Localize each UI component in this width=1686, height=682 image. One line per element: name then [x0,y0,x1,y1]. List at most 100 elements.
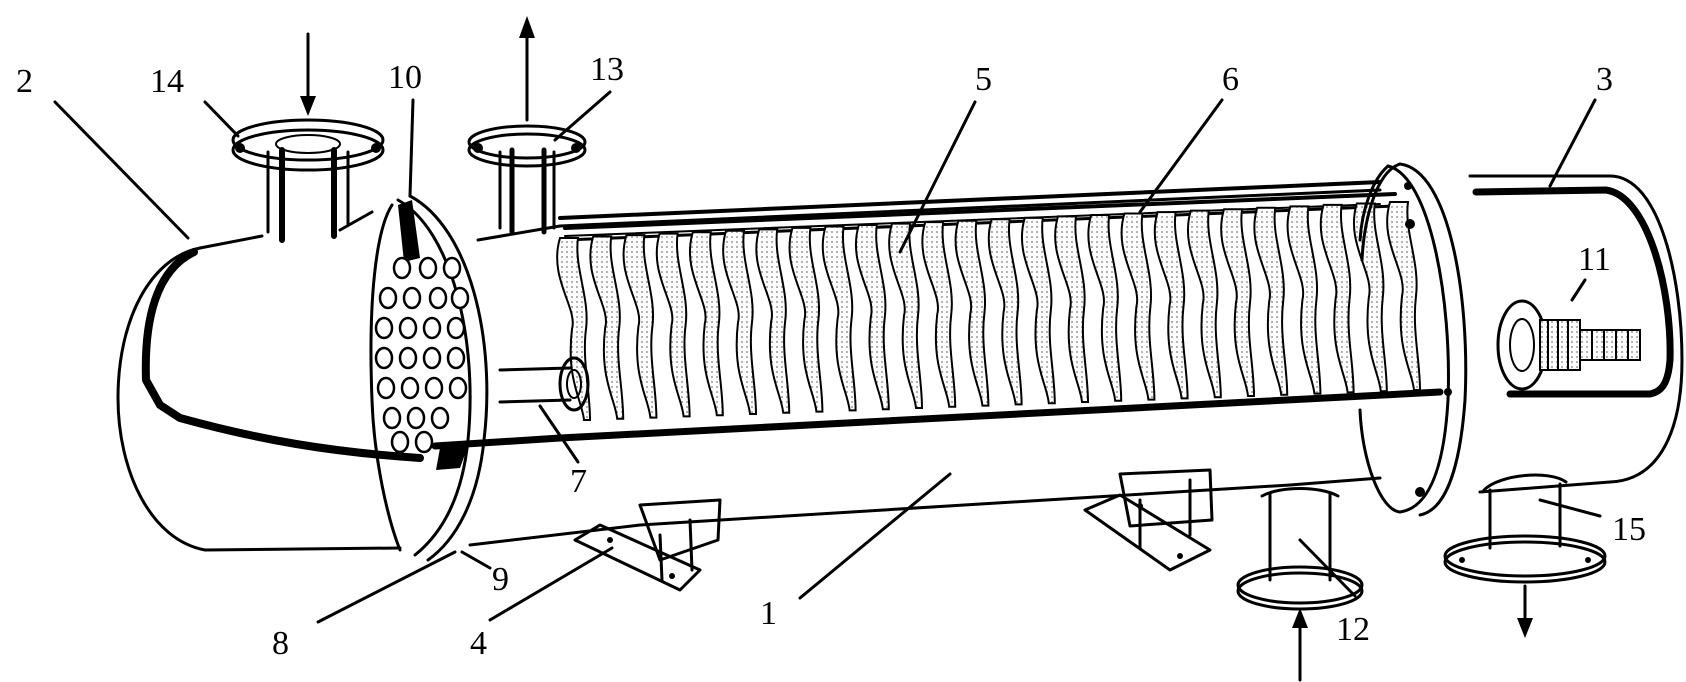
tube-hole [442,256,462,280]
tube-hole [422,316,442,340]
right-flange [1358,162,1468,517]
tube-hole [390,430,410,454]
tube-hole [376,376,396,400]
leader-2 [53,100,190,240]
baffle-plate [921,221,957,408]
inlet-arrow-up [1292,608,1308,682]
label-5: 5 [975,61,992,98]
leader-6 [1138,98,1224,214]
label-3: 3 [1596,61,1613,98]
inlet-arrow-down [300,32,316,116]
fitting-11 [1496,299,1641,391]
tube-hole [400,376,420,400]
baffle-plate [722,229,758,415]
leader-13 [553,90,612,142]
baffle-plate [556,237,592,421]
bolt-hole-icon [1404,182,1412,190]
baffle-plate [1386,201,1422,391]
baffle-plate [755,228,791,414]
label-7: 7 [570,463,587,500]
leader-4 [488,546,614,622]
inlet-nozzle-14 [231,118,385,243]
baffle-plates [556,201,1422,421]
bolt-hole-icon [371,143,381,153]
saddle-support-right [1083,468,1214,572]
saddle-support-left [573,498,722,592]
bolt-hole-icon [571,143,581,153]
tubesheet-holes [374,256,470,454]
leader-9 [460,550,492,570]
baffle-plate [1319,203,1355,394]
label-2: 2 [16,63,33,100]
tube-hole [424,376,444,400]
baffle-plate [821,225,857,412]
outlet-nozzle-15 [1443,473,1607,584]
baffle-plate [1120,212,1156,401]
baffle-plate [655,232,691,418]
bolt-hole-icon [235,143,245,153]
baffle-plate [788,226,824,413]
tube-hole [374,346,394,370]
tube-hole [414,430,434,454]
label-10: 10 [388,59,422,96]
tube-hole [382,406,402,430]
leader-10 [408,98,415,198]
baffle-plate [1153,211,1189,400]
label-8: 8 [272,625,289,662]
baffle-plate [1220,208,1256,397]
left-tubesheet [369,194,489,562]
tube-hole [450,286,470,310]
baffle-plate [1087,213,1123,402]
tube-hole [422,346,442,370]
tube-hole [392,256,412,280]
label-13: 13 [590,51,624,88]
baffle-plate [1253,206,1289,396]
part-labels: 2 14 10 13 5 6 3 11 7 1 4 8 9 12 15 [16,51,1646,662]
label-4: 4 [470,625,487,662]
outlet-nozzle-13 [467,124,587,235]
tube-hole [398,346,418,370]
baffle-plate [1286,205,1322,395]
baffle-plate [688,231,724,417]
left-head [116,210,424,552]
leader-8 [316,550,457,624]
leader-3 [1548,98,1597,188]
baffle-plate [954,219,990,407]
leader-15 [1538,498,1602,518]
baffle-plate [888,222,924,409]
outlet-arrow-down [1517,584,1533,638]
bolt-hole-icon [473,143,483,153]
label-14: 14 [150,63,184,100]
right-head [1468,174,1684,494]
bolt-hole-icon [1444,388,1452,396]
leader-12 [1298,538,1357,598]
bolt-hole-icon [1415,487,1425,497]
baffle-plate [589,235,625,420]
baffle-plate [622,234,658,419]
tube-hole [418,256,438,280]
tube-hole [428,286,448,310]
inlet-nozzle-12 [1236,487,1364,611]
baffle-plate [1054,215,1090,403]
label-11: 11 [1578,241,1611,278]
bolt-hole-icon [1405,219,1415,229]
tube-hole [378,286,398,310]
label-15: 15 [1612,511,1646,548]
tube-hole [374,316,394,340]
label-1: 1 [760,595,777,632]
leader-14 [203,100,240,138]
leader-lines [53,90,1602,624]
baffle-plate [1186,209,1222,399]
tube-hole [430,406,450,430]
shaft-7 [498,356,590,412]
baffle-plate [1352,202,1388,393]
label-9: 9 [492,561,509,598]
leader-5 [898,100,977,254]
baffle-plate [854,224,890,411]
tube-hole [446,346,466,370]
tube-hole [406,406,426,430]
outlet-arrow-up [519,16,535,122]
baffle-plate [1020,216,1056,405]
